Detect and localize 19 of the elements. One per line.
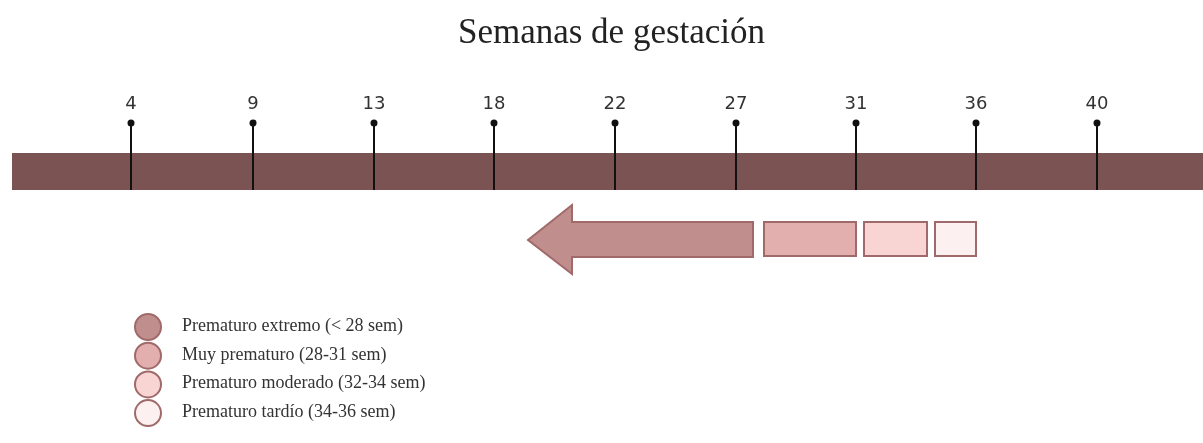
- tick-label: 22: [602, 92, 628, 113]
- legend-label: Muy prematuro (28-31 sem): [182, 343, 387, 365]
- tick-label: 40: [1084, 92, 1110, 113]
- tick-label: 4: [124, 92, 138, 113]
- legend-label: Prematuro tardío (34-36 sem): [182, 401, 396, 423]
- tick-label: 27: [723, 92, 749, 113]
- legend-label: Prematuro moderado (32-34 sem): [182, 372, 426, 394]
- tick-label: 18: [481, 92, 507, 113]
- tick-label: 31: [843, 92, 869, 113]
- tick-label: 9: [246, 92, 260, 113]
- timeline-band: [12, 153, 1203, 190]
- range-bar: [763, 221, 857, 257]
- tick-label: 36: [963, 92, 989, 113]
- range-bar: [863, 221, 928, 257]
- tick-label: 13: [361, 92, 387, 113]
- legend-label: Prematuro extremo (< 28 sem): [182, 315, 404, 336]
- left-arrow-bar: [526, 202, 754, 277]
- range-bar: [934, 221, 977, 257]
- title: Semanas de gestación: [456, 12, 767, 52]
